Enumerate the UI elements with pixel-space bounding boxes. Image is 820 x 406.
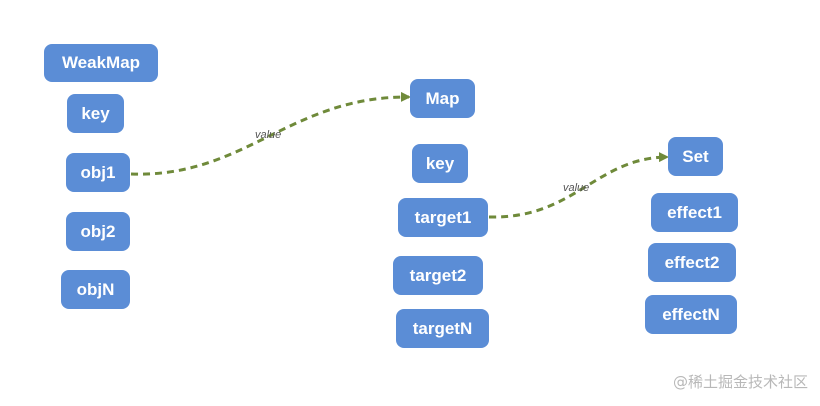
weakmap-obj1-node: obj1 [66,153,130,192]
edge-target1-to-set [488,152,669,219]
set-node: Set [668,137,723,176]
watermark-text: @稀土掘金技术社区 [672,373,808,391]
map-key-node: key [412,144,468,183]
map-target2-node: target2 [393,256,483,295]
set-effect1-node: effect1 [651,193,738,232]
weakmap-obj2-node: obj2 [66,212,130,251]
set-effect2-node: effect2 [648,243,736,282]
edge-label-target1-set: value [563,182,590,194]
weakmap-objn-node: objN [61,270,130,309]
edge-obj1-to-map [130,91,411,176]
weakmap-node: WeakMap [44,44,158,82]
map-target1-node: target1 [398,198,488,237]
weakmap-key-node: key [67,94,124,133]
map-node: Map [410,79,475,118]
map-targetn-node: targetN [396,309,489,348]
edge-label-obj1-map: value [255,129,282,141]
set-effectn-node: effectN [645,295,737,334]
